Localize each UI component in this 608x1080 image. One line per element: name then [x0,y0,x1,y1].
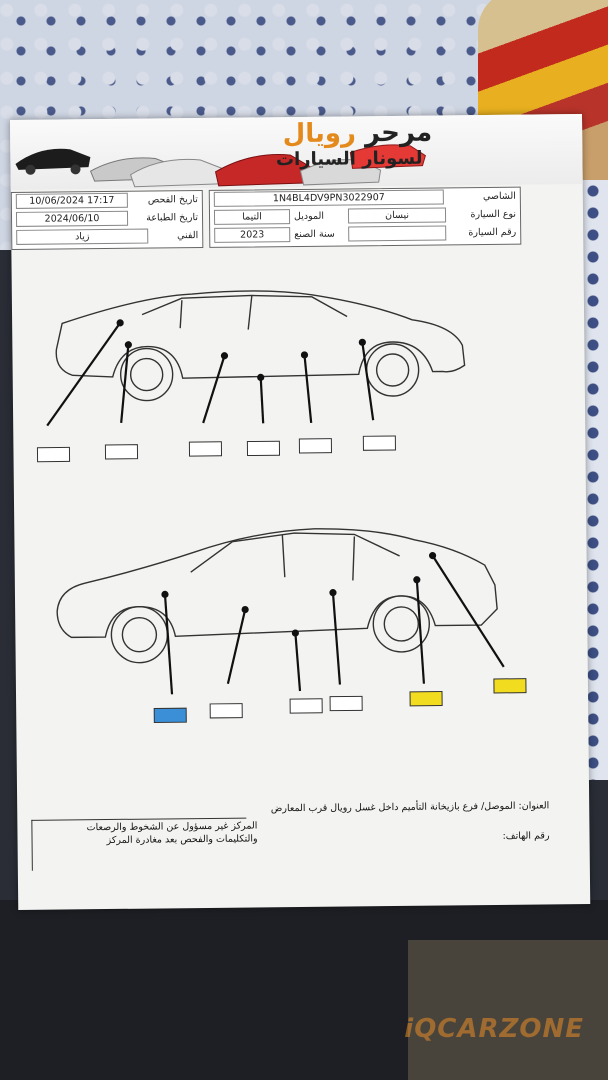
marker-box-rear-fender[interactable] [104,444,139,460]
footer-disclaimer-line2: والتكليمات والفحص بعد مغادرة المركز [106,833,258,847]
inspection-date-value: 10/06/2024 17:17 [15,192,128,209]
cars-logo-image [15,144,426,188]
marker-box-front-fender-right[interactable] [209,703,243,719]
car-type-value: نيسان [347,207,447,224]
logo-title: مرحر رويال [283,118,433,150]
marker-boxes-top [36,435,396,463]
technician-label: الفني [177,230,199,242]
plate-year-row: رقم السيارة سنة الصنع 2023 [210,224,520,245]
marker-box-front-bumper[interactable] [153,707,187,724]
floor-tile [408,940,608,1080]
logo-banner: مرحر رويال لسونار السيارات [10,114,583,190]
marker-box-rear-quarter-right[interactable] [493,678,527,694]
inspection-date-label: تاريخ الفحص [147,194,198,206]
marker-box-rear-fender-right[interactable] [409,691,443,707]
year-label: سنة الصنع [294,228,335,241]
print-date-row: تاريخ الطباعة 2024/06/10 [12,209,202,229]
print-date-label: تاريخ الطباعة [146,212,199,224]
footer-disclaimer: المركز غير مسؤول عن الشخوط والرصعات والت… [37,819,258,847]
model-value: التيما [213,209,291,225]
car-diagram-left-side [36,290,466,463]
marker-leaders-bottom [161,551,505,695]
marker-box-front-fender[interactable] [362,435,396,451]
plate-label: رقم السيارة [468,226,517,239]
car-outline-top [55,290,466,402]
car-type-label: نوع السيارة [470,208,517,221]
marker-box-pillar[interactable] [246,440,281,457]
footer-phone: رقم الهاتف: [502,830,550,842]
chassis-value: 1N4BL4DV9PN3022907 [213,189,444,207]
technician-row: الفني زياد [12,227,202,247]
inspection-report-paper: مرحر رويال لسونار السيارات تاريخ الفحص 1… [10,114,591,910]
inspection-info-box: تاريخ الفحص 10/06/2024 17:17 تاريخ الطبا… [10,189,204,250]
marker-box-rear-door-right[interactable] [329,695,363,712]
technician-value: زياد [16,228,149,245]
year-value: 2023 [214,227,291,243]
marker-box-rear-quarter[interactable] [36,446,71,463]
marker-box-front-door[interactable] [298,438,333,454]
footer-address: العنوان: الموصل/ فرع بازيخانة التأميم دا… [270,800,550,815]
marker-leaders-top [46,319,375,427]
chassis-label: الشاصي [482,190,516,203]
print-date-value: 2024/06/10 [15,210,129,227]
car-diagram-right-side [56,528,527,724]
marker-box-rear-door[interactable] [188,441,223,457]
marker-boxes-bottom [153,678,527,724]
watermark: iQCARZONE [404,1014,584,1044]
logo-title-accent: رويال [282,118,357,150]
model-label: الموديل [293,210,325,223]
logo-title-main: مرحر [364,117,433,149]
plate-value [348,225,447,242]
logo-subtitle: لسونار السيارات [275,147,423,171]
marker-box-front-door-right[interactable] [289,698,323,714]
inspection-date-row: تاريخ الفحص 10/06/2024 17:17 [12,191,202,211]
vehicle-info-box: الشاصي 1N4BL4DV9PN3022907 نوع السيارة ني… [208,186,522,248]
car-outline-bottom [56,528,498,664]
